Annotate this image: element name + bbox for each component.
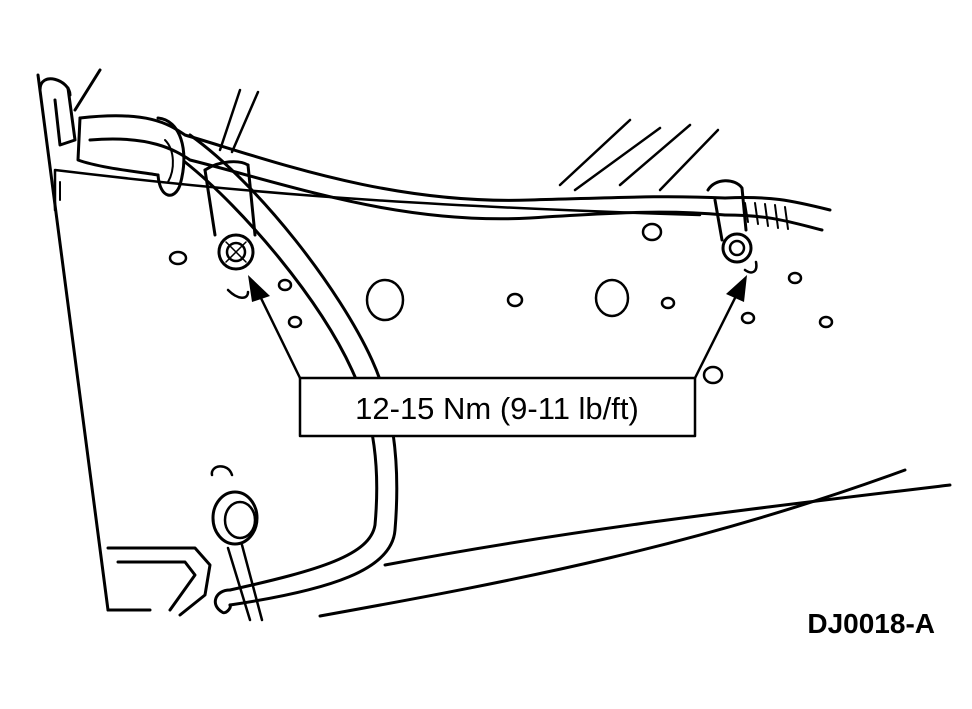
figure-id-label: DJ0018-A [807, 608, 935, 639]
callout-arrows [248, 275, 747, 380]
drain-plug [210, 465, 264, 622]
torque-spec-text: 12-15 Nm (9-11 lb/ft) [355, 391, 639, 426]
right-clip-bracket [706, 179, 758, 274]
left-clip-bracket [203, 160, 257, 299]
upper-structure [38, 68, 720, 192]
floor-pan [36, 73, 952, 618]
descending-line [183, 133, 399, 615]
floor-holes [168, 222, 834, 385]
hose-fitting [76, 116, 186, 197]
left-arrow-head [248, 275, 270, 302]
right-arrow-head [726, 275, 747, 302]
torque-callout-box: 12-15 Nm (9-11 lb/ft) [298, 376, 697, 438]
